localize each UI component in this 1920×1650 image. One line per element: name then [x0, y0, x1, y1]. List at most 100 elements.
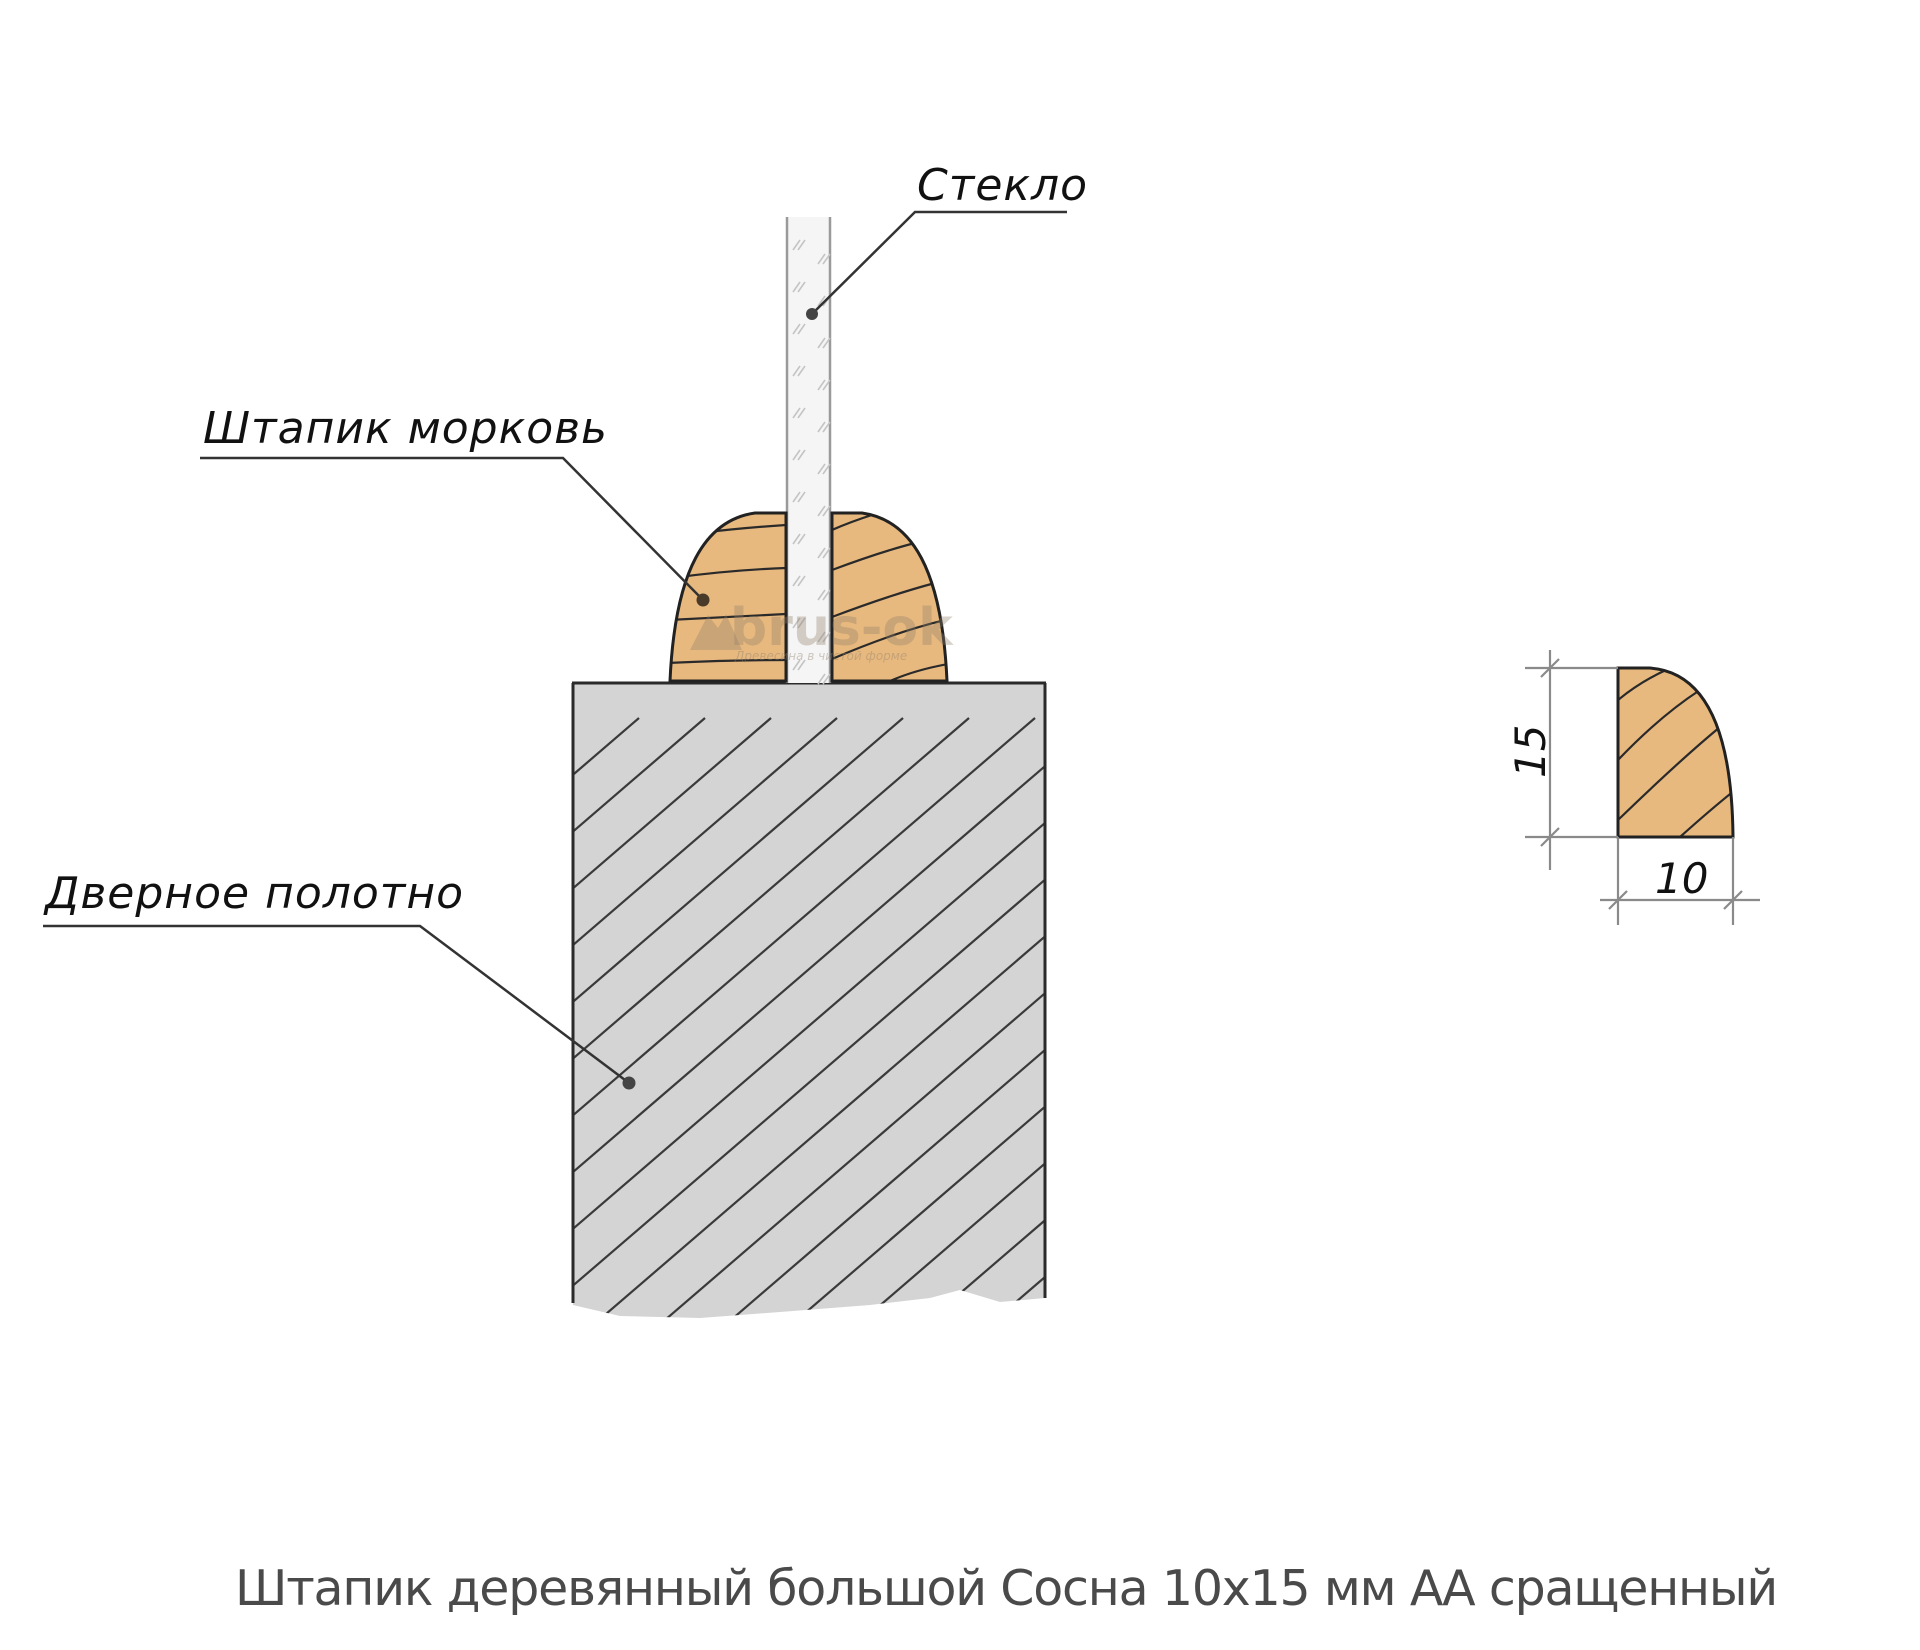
watermark-brand: brus-ok — [730, 598, 954, 658]
hatch-line — [573, 717, 838, 1318]
leader-bead-dot — [696, 593, 710, 607]
product-caption: Штапик деревянный большой Сосна 10x15 мм… — [235, 1560, 1778, 1617]
glass-mark — [817, 505, 826, 517]
watermark: brus-ok Древесина в чистой форме — [690, 598, 954, 663]
dim-height-tick-top — [1540, 658, 1560, 678]
hatch-line — [573, 717, 772, 1318]
hatch-line — [573, 717, 1045, 1318]
hatch-line — [598, 717, 1045, 1318]
glass-mark — [792, 281, 801, 293]
glass-mark — [797, 449, 806, 461]
glass-mark — [822, 463, 831, 475]
label-glass: Стекло — [917, 160, 1088, 211]
glass-mark — [792, 491, 801, 503]
glass-mark — [792, 365, 801, 377]
dim-width-tick-left — [1608, 890, 1628, 910]
glass-mark — [792, 533, 801, 545]
glass-mark — [817, 253, 826, 265]
glass-mark — [792, 659, 801, 671]
dimension-height — [1525, 650, 1618, 870]
glass-mark — [822, 337, 831, 349]
glass-mark — [817, 337, 826, 349]
bead-left-fill — [670, 513, 786, 681]
dim-height-tick-bottom — [1540, 827, 1560, 847]
glass-mark — [792, 239, 801, 251]
glass-mark — [822, 505, 831, 517]
glass-fill — [787, 217, 830, 683]
hatch-line — [573, 717, 970, 1318]
hatch-line — [730, 717, 1045, 1318]
glass-mark — [797, 533, 806, 545]
leader-bead: Штапик морковь — [200, 403, 710, 607]
leader-door-panel-line — [43, 924, 630, 1084]
glass-mark — [822, 421, 831, 433]
dim-height-value: 15 — [1506, 725, 1555, 778]
bead-right-outline — [830, 511, 949, 683]
dim-width-tick-right — [1723, 890, 1743, 910]
glass-mark — [817, 295, 826, 307]
glass-mark — [797, 281, 806, 293]
door-panel-fill — [573, 683, 1045, 1318]
hatch-line — [664, 717, 1045, 1318]
glass-mark — [817, 379, 826, 391]
leader-glass: Стекло — [806, 160, 1088, 320]
leader-door-panel: Дверное полотно — [43, 868, 636, 1090]
hatch-line — [796, 717, 1045, 1318]
hatch-line — [573, 717, 904, 1318]
hatch-line — [862, 717, 1045, 1318]
glass-mark — [792, 575, 801, 587]
glass-mark — [797, 575, 806, 587]
leader-bead-line — [200, 456, 704, 601]
glass-mark — [797, 659, 806, 671]
glass-mark — [797, 407, 806, 419]
glass-mark — [822, 547, 831, 559]
door-panel — [571, 681, 1920, 1320]
leader-glass-dot — [806, 308, 818, 320]
glass-mark — [817, 463, 826, 475]
glass-mark — [822, 673, 831, 685]
glass-mark — [817, 421, 826, 433]
glass-mark — [817, 589, 826, 601]
glass-mark — [822, 379, 831, 391]
watermark-tagline: Древесина в чистой форме — [734, 649, 907, 663]
bead-left-outline — [668, 511, 788, 683]
hatch-line — [1259, 718, 1920, 1320]
glass-mark — [797, 323, 806, 335]
hatch-line — [573, 717, 1045, 1318]
hatch-line — [573, 717, 1045, 1318]
glass-mark — [797, 365, 806, 377]
hatch-line — [573, 717, 574, 1318]
glass-mark — [822, 253, 831, 265]
door-panel-hatching — [573, 717, 1920, 1320]
leader-door-panel-dot — [622, 1076, 636, 1090]
hatch-line — [573, 717, 706, 1318]
bead-profile-outline — [1616, 666, 1735, 839]
hatch-line — [573, 717, 1036, 1318]
glass-mark — [792, 449, 801, 461]
watermark-logo-icon — [690, 614, 742, 650]
glass-mark — [817, 547, 826, 559]
glass-mark — [797, 491, 806, 503]
glass-mark — [792, 323, 801, 335]
glass-mark — [792, 407, 801, 419]
bead-right-grain — [832, 513, 947, 681]
bead-left — [668, 511, 788, 683]
glass-pane — [785, 217, 832, 685]
glass-mark — [822, 631, 831, 643]
glass-mark — [797, 239, 806, 251]
label-bead: Штапик морковь — [203, 403, 608, 454]
bead-profile — [1616, 666, 1735, 839]
leader-glass-line — [811, 210, 1067, 315]
glass-mark — [797, 617, 806, 629]
dimension-width — [1600, 837, 1760, 925]
bead-profile-fill — [1618, 668, 1733, 837]
glass-mark — [817, 673, 826, 685]
label-door-panel: Дверное полотно — [43, 868, 464, 919]
glass-mark — [792, 617, 801, 629]
hatch-line — [1193, 718, 1893, 1320]
glass-mark — [822, 589, 831, 601]
glass-mark — [817, 631, 826, 643]
hatch-line — [994, 717, 1045, 1318]
bead-right — [830, 511, 949, 683]
